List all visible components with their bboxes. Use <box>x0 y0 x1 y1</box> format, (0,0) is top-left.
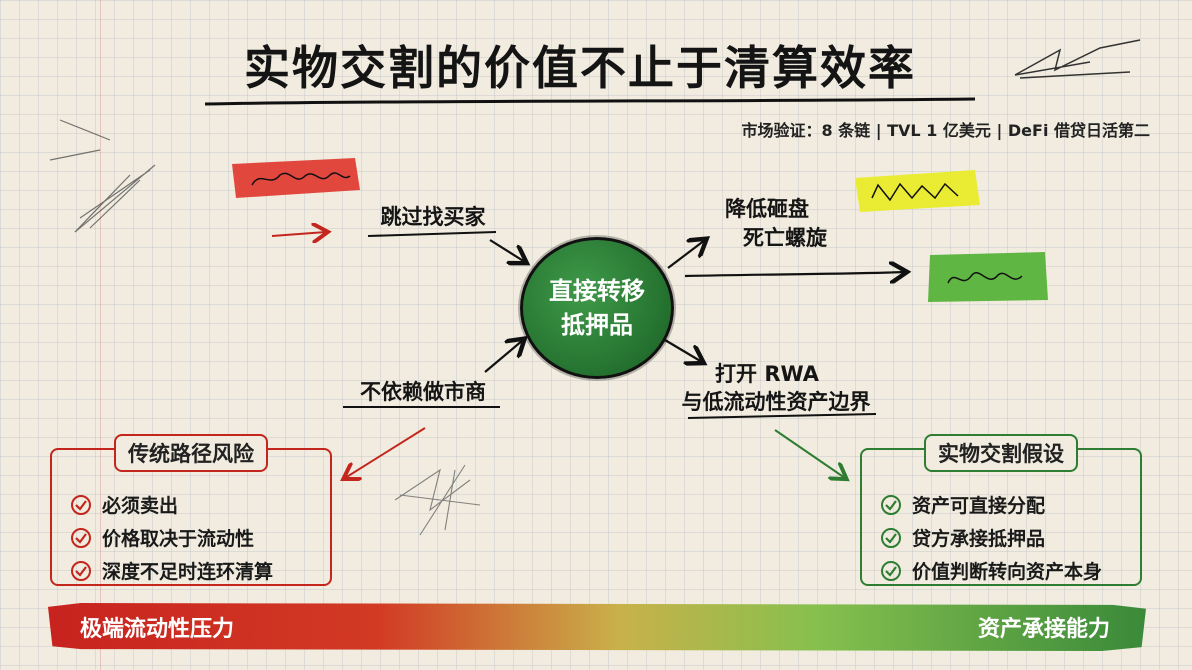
traditional-risk-title: 传统路径风险 <box>114 434 268 472</box>
physical-delivery-title: 实物交割假设 <box>924 434 1078 472</box>
center-text-line2: 抵押品 <box>561 311 633 339</box>
underline-skip-buyers <box>367 231 497 237</box>
assumption-item-text: 价值判断转向资产本身 <box>912 561 1103 583</box>
check-circle-icon <box>881 560 901 581</box>
page-title: 实物交割的价值不止于清算效率 <box>244 41 916 95</box>
underline-rwa <box>687 413 877 419</box>
risk-item-text: 必须卖出 <box>102 495 179 517</box>
physical-delivery-box: 实物交割假设 资产可直接分配 贷方承接抵押品 价值判断转向资产本身 <box>860 434 1142 587</box>
red-arrow-to-left-box <box>345 427 426 478</box>
arrow-skip-to-center <box>489 239 525 262</box>
red-highlight-tag <box>232 158 360 198</box>
arrow-long-right <box>684 272 905 276</box>
label-reduce-dump-line1: 降低砸盘 <box>725 197 809 221</box>
label-skip-buyers: 跳过找买家 <box>380 205 486 229</box>
red-arrow-small <box>271 232 326 236</box>
center-text-line1: 直接转移 <box>549 277 645 305</box>
risk-item: 价格取决于流动性 <box>70 521 312 554</box>
assumption-item: 贷方承接抵押品 <box>880 521 1122 554</box>
pressure-gradient-bar <box>48 603 1146 651</box>
label-reduce-dump-line2: 死亡螺旋 <box>743 226 827 250</box>
risk-item-text: 深度不足时连环清算 <box>102 561 274 583</box>
label-no-market-maker: 不依赖做市商 <box>360 380 486 404</box>
assumption-item: 资产可直接分配 <box>880 488 1122 521</box>
risk-item: 必须卖出 <box>70 488 312 521</box>
center-node-direct-transfer: 直接转移 抵押品 <box>520 237 674 379</box>
assumption-item-text: 贷方承接抵押品 <box>912 528 1046 550</box>
market-validation-subtitle: 市场验证：8 条链 | TVL 1 亿美元 | DeFi 借贷日活第二 <box>741 121 1150 140</box>
pencil-sketch-topleft <box>49 119 156 233</box>
assumption-item: 价值判断转向资产本身 <box>880 554 1122 587</box>
label-open-rwa-line2: 与低流动性资产边界 <box>681 390 871 414</box>
traditional-risk-box: 传统路径风险 必须卖出 价格取决于流动性 深度不足时连环清算 <box>50 434 332 587</box>
assumption-item-text: 资产可直接分配 <box>912 495 1046 517</box>
check-circle-icon <box>71 560 91 581</box>
label-open-rwa-line1: 打开 RWA <box>715 362 819 386</box>
check-circle-icon <box>71 527 91 548</box>
check-circle-icon <box>881 527 901 548</box>
scribble-topright <box>1014 39 1141 79</box>
title-underline <box>204 97 976 106</box>
bar-label-asset-capacity: 资产承接能力 <box>977 617 1110 642</box>
risk-item-text: 价格取决于流动性 <box>102 528 255 550</box>
green-highlight-tag <box>928 252 1048 302</box>
bar-label-liquidity-pressure: 极端流动性压力 <box>80 617 235 642</box>
arrow-center-to-dump <box>667 240 705 269</box>
arrow-center-to-rwa <box>664 339 702 362</box>
yellow-highlight-tag <box>855 170 980 212</box>
green-arrow-to-right-box <box>774 429 845 478</box>
check-circle-icon <box>71 494 91 515</box>
risk-item: 深度不足时连环清算 <box>70 554 312 587</box>
arrow-nomm-to-center <box>484 340 523 373</box>
pencil-sketch-center <box>394 464 481 536</box>
check-circle-icon <box>881 494 901 515</box>
notebook-margin-line <box>100 0 101 670</box>
